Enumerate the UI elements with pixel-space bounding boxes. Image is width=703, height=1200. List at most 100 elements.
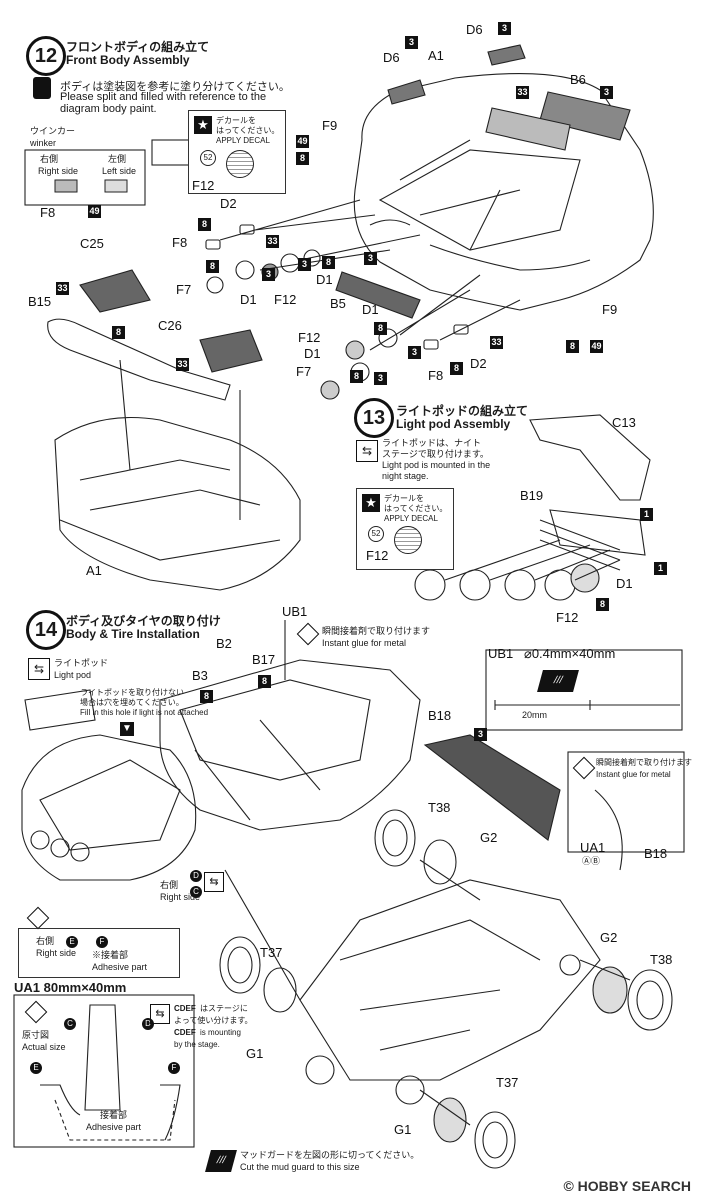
color-8-f9-top: 8 [296, 152, 309, 165]
step-14-title-jp: ボディ及びタイヤの取り付け [66, 614, 221, 628]
step-14-number: 14 [26, 610, 66, 650]
paint-note-en-1: Please split and filled with reference t… [60, 91, 267, 103]
step-13-title-en: Light pod Assembly [396, 417, 511, 431]
step-12-title-jp: フロントボディの組み立て [66, 40, 210, 54]
part-f8-winker: F8 [40, 205, 56, 220]
swap-icon-ua1: ⇆ [150, 1004, 170, 1024]
right-e-en: Right side [36, 948, 77, 958]
fill-hole-icon: ▼ [120, 722, 134, 736]
color-3-c: 3 [408, 346, 421, 359]
part-g2-top: G2 [480, 830, 498, 845]
stage-jp-2: よって使い分けます。 [174, 1016, 253, 1025]
adhesive-en: Adhesive part [92, 962, 148, 972]
glue2-jp: 瞬間接着剤で取り付けます [596, 758, 692, 767]
cut-mudguard-jp: マッドガードを左図の形に切ってください。 [240, 1150, 420, 1160]
color-1-b19: 1 [654, 562, 667, 575]
part-c13: C13 [612, 415, 636, 430]
part-d1-right2: D1 [304, 346, 321, 361]
part-f7-right: F7 [296, 364, 312, 379]
color-3-d: 3 [374, 372, 387, 385]
part-f12-13: F12 [556, 610, 579, 625]
part-t38-right: T38 [650, 952, 673, 967]
part-f9-right: F9 [602, 302, 618, 317]
ua1-letter-c: C [64, 1018, 76, 1030]
stage-code-2: CDEF [174, 1028, 196, 1037]
ua1-sub: ⒶⒷ [582, 856, 601, 866]
step-12-title-en: Front Body Assembly [66, 53, 190, 67]
color-49-winker: 49 [88, 205, 101, 218]
color-8-f8-right: 8 [450, 362, 463, 375]
swap-icon-cd: ⇆ [204, 872, 224, 892]
color-3-b5: 3 [364, 252, 377, 265]
letter-d: D [190, 870, 202, 882]
part-b2: B2 [216, 636, 232, 651]
step-14-title-en: Body & Tire Installation [66, 627, 200, 641]
part-b19: B19 [520, 488, 544, 503]
ua1-adhesive-en: Adhesive part [86, 1122, 142, 1132]
winker-jp: ウインカー [30, 126, 76, 136]
step-13-title-jp: ライトポッドの組み立て [396, 404, 529, 418]
decal-en: APPLY DECAL [216, 136, 270, 145]
right-side-en: Right side [160, 892, 201, 902]
color-8-b17: 8 [258, 675, 271, 688]
part-d6-left: D6 [383, 50, 400, 65]
part-b15: B15 [28, 294, 52, 309]
part-f8-right: F8 [428, 368, 444, 383]
part-g1-bottom: G1 [394, 1122, 412, 1137]
color-3-b: 3 [298, 258, 311, 271]
part-t38-top: T38 [428, 800, 451, 815]
decal13-number: 52 [368, 526, 384, 542]
fill-hole-jp-1: ライトポッドを取り付けない [80, 688, 184, 697]
right-en: Right side [38, 166, 79, 176]
metal-parts-icon: /// [537, 670, 579, 692]
part-b17: B17 [252, 652, 276, 667]
right-e-jp: 右側 [36, 936, 55, 946]
part-ub1: UB1 [282, 604, 308, 619]
star-icon: ★ [194, 116, 212, 134]
color-49-f9-right: 49 [590, 340, 603, 353]
decal13-jp-2: はってください。 [384, 504, 448, 513]
part-t37-bottom: T37 [496, 1075, 519, 1090]
part-c26: C26 [158, 318, 182, 333]
color-33-d2-right: 33 [490, 336, 503, 349]
color-33-c26: 33 [176, 358, 189, 371]
paint-note-en-2: diagram body paint. [60, 103, 157, 115]
color-8-a: 8 [206, 260, 219, 273]
chassis-frame [299, 879, 601, 1081]
ua1-adhesive-jp: 接着部 [100, 1110, 128, 1120]
lightpod-jp: ライトポッド [54, 658, 109, 668]
letter-c: C [190, 886, 202, 898]
color-33-d2-left: 33 [266, 235, 279, 248]
decal-number: 52 [200, 150, 216, 166]
instant-glue-jp: 瞬間接着剤で取り付けます [322, 626, 431, 636]
color-8-d2-left: 8 [198, 218, 211, 231]
instant-glue-en: Instant glue for metal [322, 638, 407, 648]
adhesive-jp: ※接着部 [92, 950, 129, 960]
ua1-actual-en: Actual size [22, 1042, 66, 1052]
night-stage-icon: ⇆ [356, 440, 378, 462]
color-8-b: 8 [322, 256, 335, 269]
color-8-d: 8 [350, 370, 363, 383]
part-d2-left: D2 [220, 196, 237, 211]
decal-jp-1: デカールを [216, 116, 256, 125]
star-icon-13: ★ [362, 494, 380, 512]
ua1-letter-d: D [142, 1018, 154, 1030]
color-49-f9-top: 49 [296, 135, 309, 148]
part-a1-bottom: A1 [86, 563, 102, 578]
fill-hole-en: Fill in this hole if light is not attach… [80, 708, 209, 717]
decal13-f12: F12 [366, 548, 389, 563]
part-g1-left: G1 [246, 1046, 264, 1061]
color-3-b6: 3 [600, 86, 613, 99]
decal-f12: F12 [192, 178, 215, 193]
letter-f: F [96, 936, 108, 948]
color-3-a: 3 [262, 268, 275, 281]
lightpod-en: Light pod [54, 670, 92, 680]
right-jp: 右側 [40, 154, 59, 164]
decal13-jp-1: デカールを [384, 494, 424, 503]
color-3-b18: 3 [474, 728, 487, 741]
part-f7-left: F7 [176, 282, 192, 297]
color-8-b3: 8 [200, 690, 213, 703]
part-d2-right: D2 [470, 356, 487, 371]
step-13-number: 13 [354, 398, 394, 438]
left-en: Left side [102, 166, 137, 176]
